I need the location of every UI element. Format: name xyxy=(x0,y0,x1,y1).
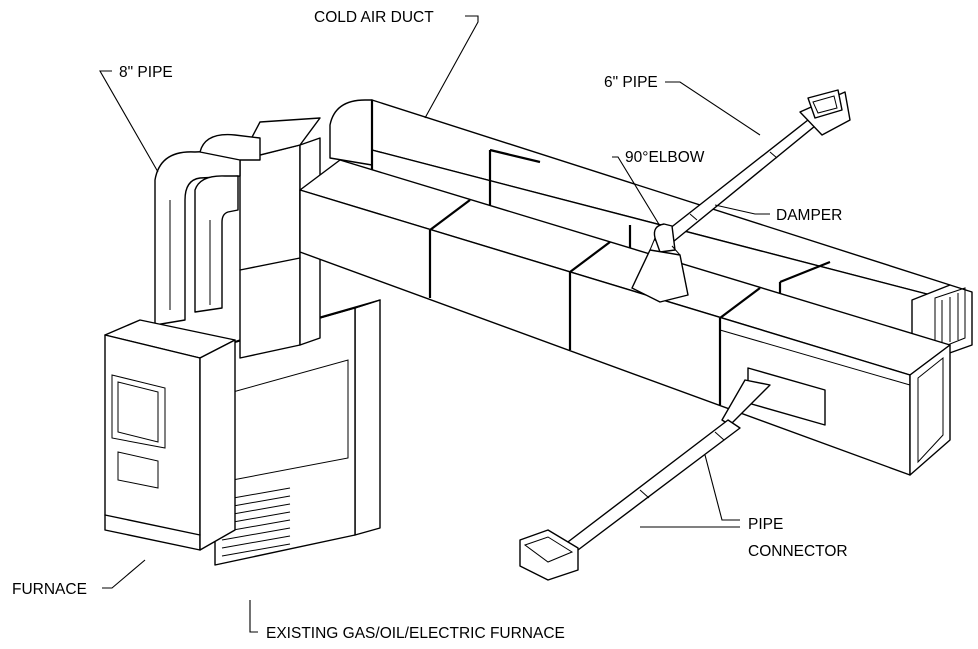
label-furnace: FURNACE xyxy=(12,581,87,598)
label-pipe-connector-line1: PIPE xyxy=(748,516,783,533)
label-90-elbow: 90°ELBOW xyxy=(625,149,705,166)
label-existing-furnace: EXISTING GAS/OIL/ELECTRIC FURNACE xyxy=(266,625,565,642)
furnace-door xyxy=(111,374,166,449)
leader-furnace xyxy=(102,559,146,589)
leader-damper xyxy=(714,204,770,215)
pipe-6in xyxy=(631,89,851,303)
pipe-8in xyxy=(154,133,261,326)
label-8in-pipe: 8" PIPE xyxy=(119,64,173,81)
label-6in-pipe: 6" PIPE xyxy=(604,74,658,91)
leader-lines xyxy=(99,15,770,633)
leader-8in-pipe xyxy=(99,70,159,173)
label-pipe-connector-line2: CONNECTOR xyxy=(748,543,848,560)
furnace xyxy=(104,319,236,551)
label-cold-air-duct: COLD AIR DUCT xyxy=(314,9,434,26)
leader-cold-air-duct xyxy=(424,15,479,119)
elbow-90 xyxy=(653,223,676,253)
pipe-connector xyxy=(519,367,826,581)
leader-existing-furnace xyxy=(249,600,258,633)
leader-6in-pipe xyxy=(665,81,761,136)
leader-90-elbow xyxy=(612,156,661,227)
leader-pipe-connector-upper xyxy=(704,454,740,521)
label-damper: DAMPER xyxy=(776,207,842,224)
furnace-vent xyxy=(117,451,159,489)
